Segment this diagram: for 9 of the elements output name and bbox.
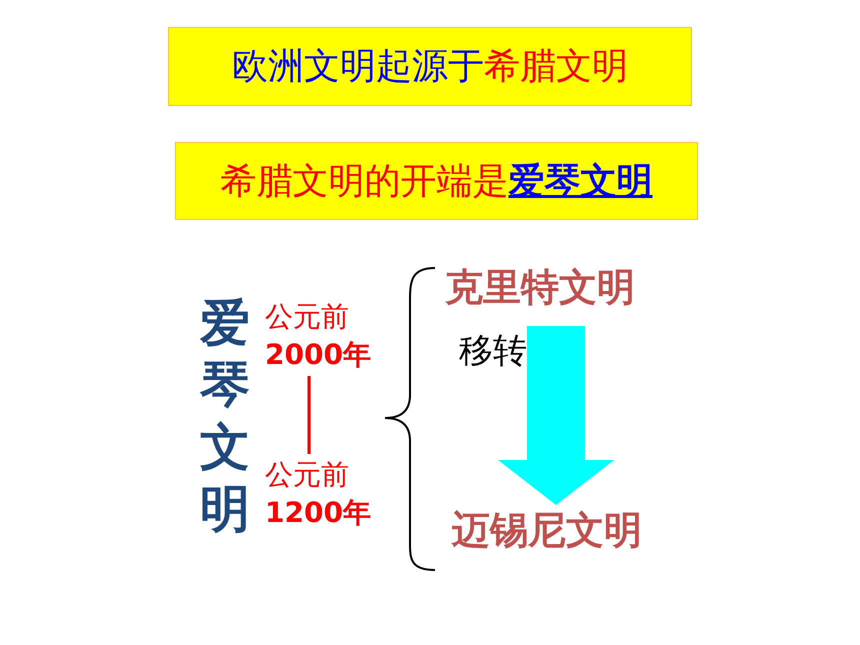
timeline-line — [308, 376, 310, 454]
heading-box: 欧洲文明起源于希腊文明 — [168, 27, 692, 106]
civilization-label: 克里特文明 — [445, 262, 665, 326]
date-label: 公元前2000年 — [265, 298, 373, 374]
heading-box: 希腊文明的开端是爱琴文明 — [175, 142, 698, 220]
block-arrow — [498, 326, 614, 505]
vertical-title: 爱琴文明 — [195, 292, 255, 542]
civilization-label: 迈锡尼文明 — [452, 505, 672, 565]
date-label: 公元前1200年 — [265, 456, 373, 532]
